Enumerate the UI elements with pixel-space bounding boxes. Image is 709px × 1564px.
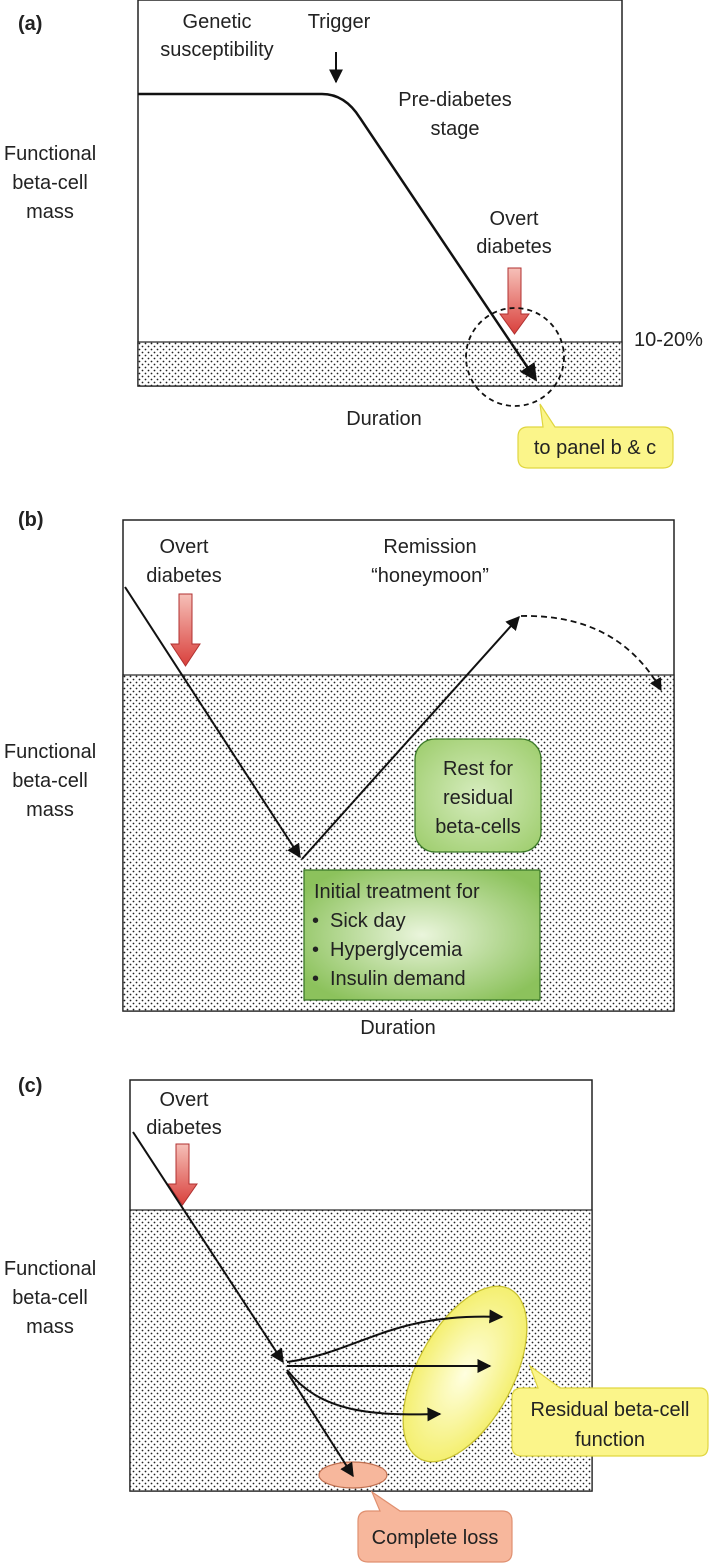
residual-callout <box>511 1364 709 1457</box>
treatment-item-1: Sick day <box>330 910 406 932</box>
treatment-item-3: Insulin demand <box>330 968 466 990</box>
treatment-bullet-2: • <box>312 939 319 961</box>
rest-box <box>414 738 542 853</box>
panel-c-arrow-low <box>286 1369 442 1422</box>
panel-a: (a) Functional beta-cell mass Genetic su… <box>4 0 703 469</box>
panel-a-ylabel-3: mass <box>26 201 74 223</box>
panel-c-arrow-high <box>286 1309 504 1363</box>
panel-b-ylabel-3: mass <box>26 799 74 821</box>
panel-a-ylabel-1: Functional <box>4 143 96 165</box>
callout-text: to panel b & c <box>534 437 656 459</box>
panel-b-decline-arrow <box>124 586 301 859</box>
panel-a-threshold-band <box>137 341 623 387</box>
prediabetes-label-2: stage <box>431 118 480 140</box>
panel-b-tag: (b) <box>18 509 44 531</box>
overt-b-label-2: diabetes <box>146 565 222 587</box>
panel-a-ylabel-2: beta-cell <box>12 172 88 194</box>
panel-b: (b) Functional beta-cell mass Overt diab… <box>4 509 675 1039</box>
genetic-label-1: Genetic <box>183 11 252 33</box>
threshold-label: 10-20% <box>634 329 703 351</box>
loss-callout <box>357 1490 513 1563</box>
treatment-title: Initial treatment for <box>314 881 480 903</box>
remission-label-2: “honeymoon” <box>371 565 489 587</box>
callout-bubble <box>517 403 674 469</box>
treatment-item-2: Hyperglycemia <box>330 939 463 961</box>
panel-c-tag: (c) <box>18 1075 42 1097</box>
panel-c: (c) Functional beta-cell mass Overt diab… <box>4 1075 709 1563</box>
trigger-label: Trigger <box>308 11 371 33</box>
overt-c-label-2: diabetes <box>146 1117 222 1139</box>
panel-b-xlabel: Duration <box>360 1017 436 1039</box>
panel-b-ylabel-2: beta-cell <box>12 770 88 792</box>
panel-c-ylabel-1: Functional <box>4 1258 96 1280</box>
panel-c-ylabel-3: mass <box>26 1316 74 1338</box>
panel-b-ylabel-1: Functional <box>4 741 96 763</box>
treatment-bullet-3: • <box>312 968 319 990</box>
rest-text-1: Rest for <box>443 758 513 780</box>
overt-a-label-2: diabetes <box>476 236 552 258</box>
overt-a-red-arrow <box>499 267 530 335</box>
panel-a-decline-curve <box>138 92 538 382</box>
prediabetes-label-1: Pre-diabetes <box>398 89 511 111</box>
overt-a-dashed-circle <box>465 307 565 407</box>
panel-a-tag: (a) <box>18 13 42 35</box>
panel-b-dashed-decline <box>520 615 662 692</box>
residual-text-1: Residual beta-cell <box>531 1399 690 1421</box>
treatment-box <box>303 869 541 1001</box>
overt-a-label-1: Overt <box>490 208 539 230</box>
panel-c-arrow-loss <box>286 1371 354 1478</box>
overt-c-label-1: Overt <box>160 1089 209 1111</box>
overt-b-red-arrow <box>170 593 201 667</box>
overt-c-red-arrow <box>167 1143 198 1206</box>
treatment-bullet-1: • <box>312 910 319 932</box>
remission-label-1: Remission <box>383 536 476 558</box>
panel-c-decline-arrow <box>132 1131 284 1364</box>
rest-text-2: residual <box>443 787 513 809</box>
panel-a-frame <box>137 0 623 387</box>
overt-b-label-1: Overt <box>160 536 209 558</box>
panel-b-recovery-arrow <box>301 615 520 860</box>
panel-c-ylabel-2: beta-cell <box>12 1287 88 1309</box>
residual-text-2: function <box>575 1429 645 1451</box>
loss-text: Complete loss <box>372 1527 499 1549</box>
genetic-label-2: susceptibility <box>160 39 273 61</box>
panel-a-xlabel: Duration <box>346 408 422 430</box>
rest-text-3: beta-cells <box>435 816 521 838</box>
